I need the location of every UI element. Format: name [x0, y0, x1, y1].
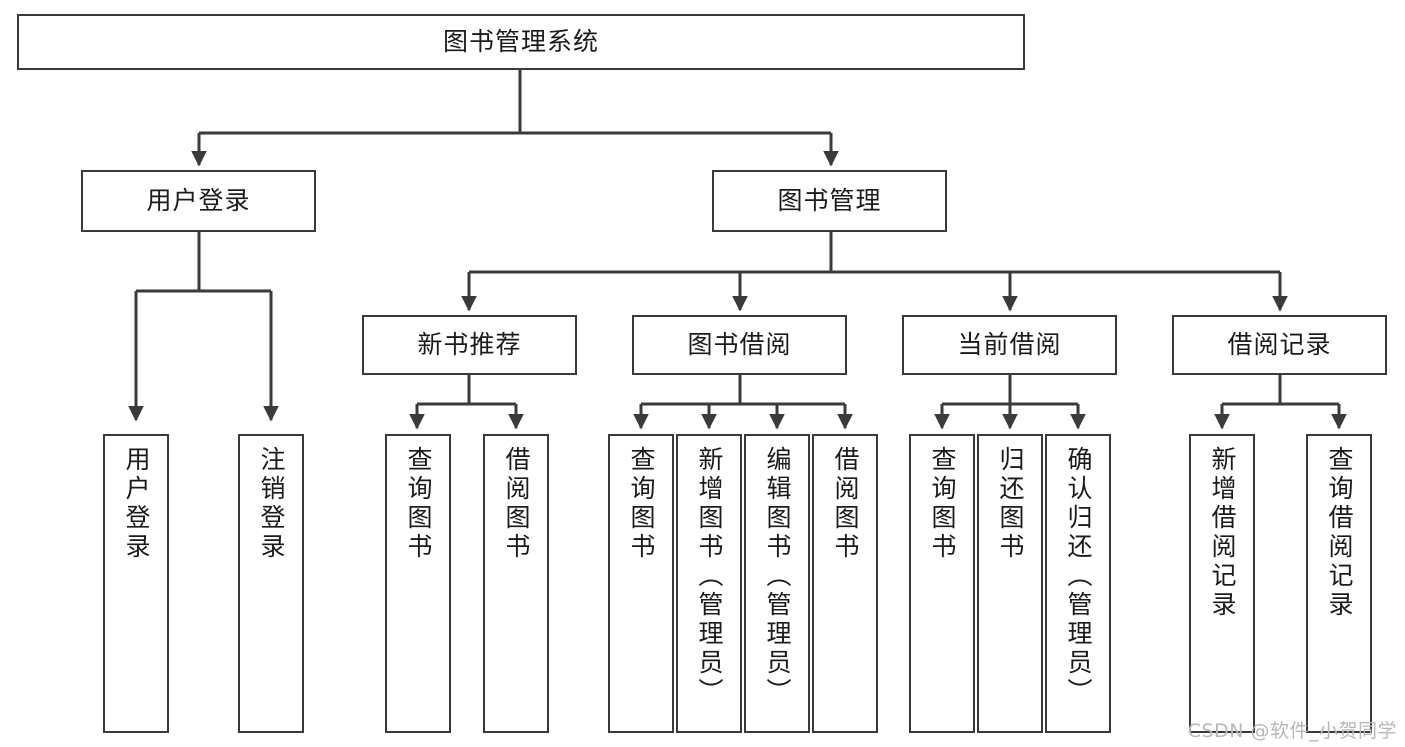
node-label: 归还图书 — [996, 446, 1025, 562]
node-root-book-management-system[interactable]: 图书管理系统 — [17, 14, 1025, 70]
leaf-current-query-book[interactable]: 查询图书 — [909, 434, 975, 733]
leaf-borrow-query-book[interactable]: 查询图书 — [608, 434, 674, 733]
leaf-current-return-book[interactable]: 归还图书 — [977, 434, 1043, 733]
node-label: 图书管理 — [777, 186, 882, 216]
node-label: 新增图书（管理员） — [695, 446, 724, 707]
node-label: 当前借阅 — [957, 330, 1062, 360]
node-user-login[interactable]: 用户登录 — [81, 170, 316, 232]
node-new-book-recommend[interactable]: 新书推荐 — [362, 315, 577, 375]
node-book-management[interactable]: 图书管理 — [712, 170, 947, 232]
leaf-borrow-edit-book-admin[interactable]: 编辑图书（管理员） — [744, 434, 810, 733]
node-label: 图书借阅 — [687, 330, 792, 360]
node-label: 注销登录 — [257, 446, 286, 562]
node-label: 编辑图书（管理员） — [763, 446, 792, 707]
leaf-new-book-query-book[interactable]: 查询图书 — [385, 434, 451, 733]
leaf-borrow-add-book-admin[interactable]: 新增图书（管理员） — [676, 434, 742, 733]
node-label: 用户登录 — [122, 446, 151, 562]
node-current-borrow[interactable]: 当前借阅 — [902, 315, 1117, 375]
node-label: 借阅图书 — [502, 446, 531, 562]
node-label: 查询借阅记录 — [1325, 446, 1354, 620]
node-label: 查询图书 — [404, 446, 433, 562]
leaf-record-add-record[interactable]: 新增借阅记录 — [1189, 434, 1255, 733]
leaf-current-confirm-return-admin[interactable]: 确认归还（管理员） — [1045, 434, 1111, 733]
node-label: 查询图书 — [627, 446, 656, 562]
leaf-user-login-signout[interactable]: 注销登录 — [238, 434, 304, 733]
node-label: 图书管理系统 — [442, 27, 599, 57]
leaf-new-book-borrow-book[interactable]: 借阅图书 — [483, 434, 549, 733]
node-label: 确认归还（管理员） — [1064, 446, 1093, 707]
leaf-user-login-signin[interactable]: 用户登录 — [103, 434, 169, 733]
node-label: 查询图书 — [928, 446, 957, 562]
node-label: 借阅图书 — [831, 446, 860, 562]
leaf-record-query-record[interactable]: 查询借阅记录 — [1306, 434, 1372, 733]
node-label: 新增借阅记录 — [1208, 446, 1237, 620]
node-book-borrow[interactable]: 图书借阅 — [632, 315, 847, 375]
node-label: 新书推荐 — [417, 330, 522, 360]
leaf-borrow-borrow-book[interactable]: 借阅图书 — [812, 434, 878, 733]
node-label: 借阅记录 — [1227, 330, 1332, 360]
csdn-watermark: CSDN @软件_小贺同学 — [1187, 720, 1397, 742]
node-label: 用户登录 — [146, 186, 251, 216]
node-borrow-record[interactable]: 借阅记录 — [1172, 315, 1387, 375]
